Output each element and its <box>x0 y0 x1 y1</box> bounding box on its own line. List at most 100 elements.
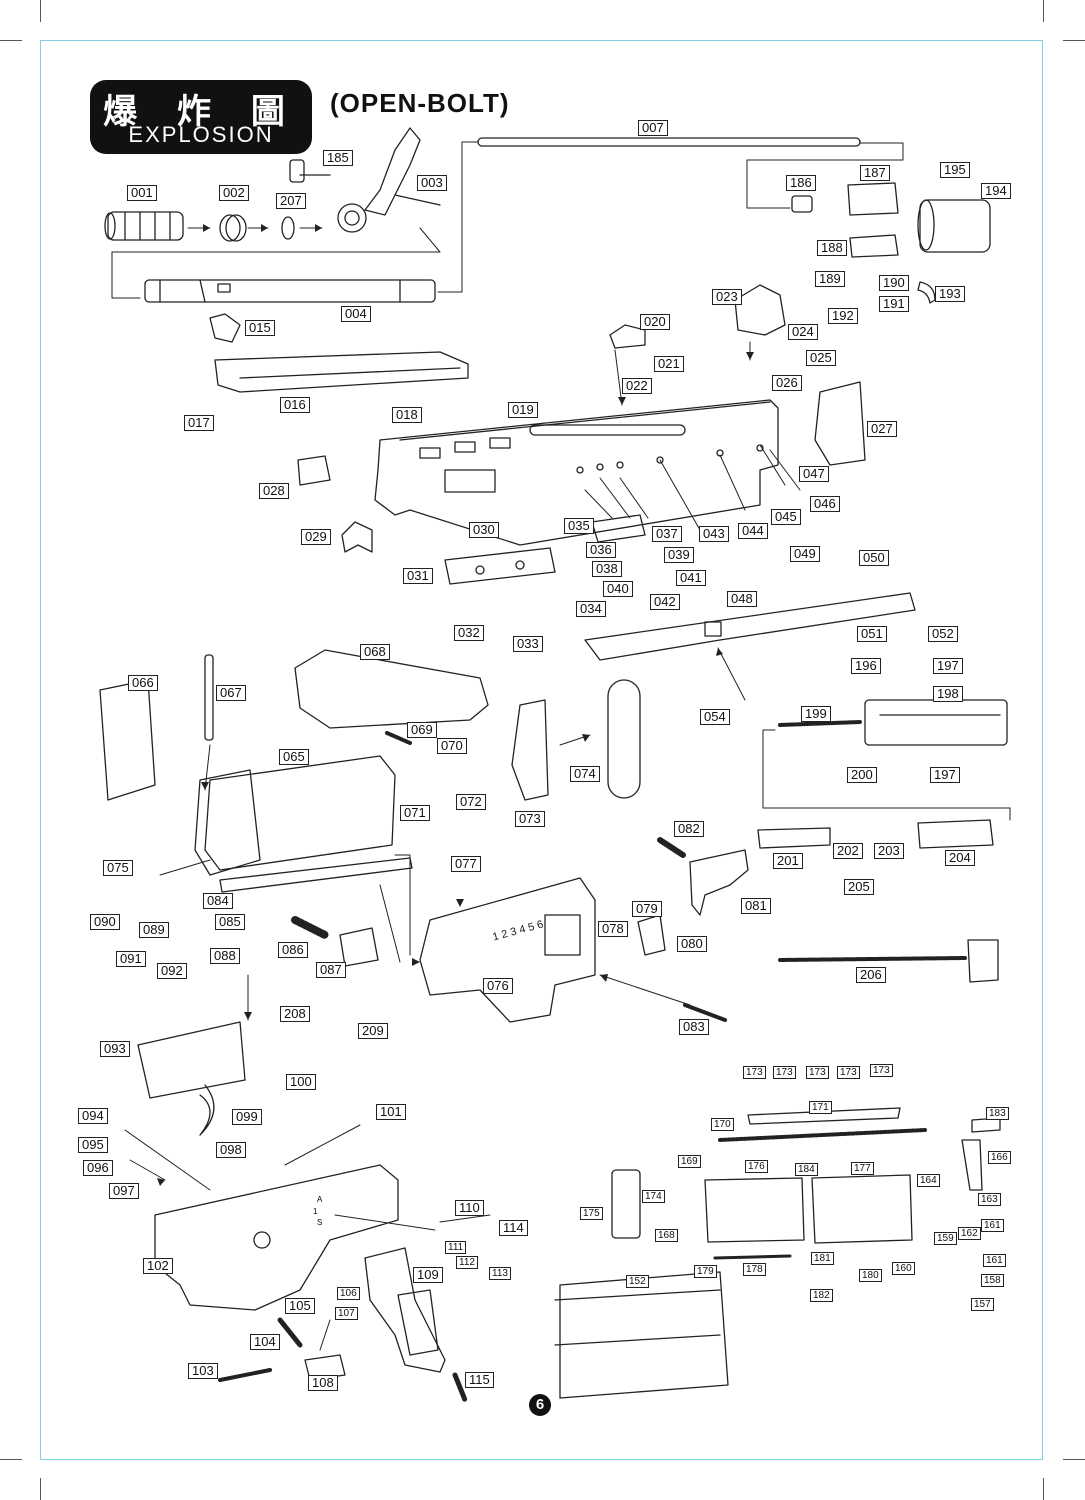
part-label: 018 <box>392 407 422 423</box>
part-label: 176 <box>745 1160 768 1173</box>
part-label: 113 <box>489 1267 511 1280</box>
part-label: 180 <box>859 1269 882 1282</box>
part-label: 002 <box>219 185 249 201</box>
part-label: 017 <box>184 415 214 431</box>
part-label: 072 <box>456 794 486 810</box>
part-label: 104 <box>250 1334 280 1350</box>
part-label: 161 <box>983 1254 1006 1267</box>
part-label: 184 <box>795 1163 818 1176</box>
trigger-group-part <box>137 1021 246 1136</box>
part-label: 007 <box>638 120 668 136</box>
part-label: 189 <box>815 271 845 287</box>
rear-sight-part <box>814 381 866 466</box>
cheek-rest-part <box>294 649 489 729</box>
selector-mark-s: S <box>317 1218 323 1227</box>
part-label: 181 <box>811 1252 834 1265</box>
part-020 <box>609 324 646 349</box>
part-label: 203 <box>874 843 904 859</box>
part-label: 003 <box>417 175 447 191</box>
part-label: 025 <box>806 350 836 366</box>
arrow-heads <box>157 224 754 1186</box>
part-label: 202 <box>833 843 863 859</box>
part-label: 205 <box>844 879 874 895</box>
part-label: 182 <box>810 1289 833 1302</box>
part-label: 040 <box>603 581 633 597</box>
part-label: 160 <box>892 1262 915 1275</box>
part-label: 027 <box>867 421 897 437</box>
part-label: 193 <box>935 286 965 302</box>
part-label: 110 <box>455 1200 484 1216</box>
part-label: 048 <box>727 591 757 607</box>
part-label: 037 <box>652 526 682 542</box>
part-label: 047 <box>799 466 829 482</box>
part-label: 087 <box>316 962 346 978</box>
flash-hider-part <box>104 211 184 241</box>
part-194 <box>917 199 991 253</box>
part-label: 068 <box>360 644 390 660</box>
part-label: 199 <box>801 706 831 722</box>
part-label: 045 <box>771 509 801 525</box>
part-label: 041 <box>676 570 706 586</box>
part-166 <box>961 1139 983 1191</box>
crop-mark <box>0 40 22 41</box>
part-label: 106 <box>337 1287 360 1300</box>
part-label: 105 <box>285 1298 315 1314</box>
part-label: 065 <box>279 749 309 765</box>
part-label: 107 <box>335 1307 358 1320</box>
part-label: 201 <box>773 853 803 869</box>
part-label: 026 <box>772 375 802 391</box>
crop-mark <box>40 1478 41 1500</box>
part-label: 069 <box>407 722 437 738</box>
butt-pad-part <box>607 679 641 799</box>
part-label: 080 <box>677 936 707 952</box>
part-label: 089 <box>139 922 169 938</box>
part-187 <box>847 182 899 216</box>
crush-washer-part <box>219 214 247 242</box>
part-label: 177 <box>851 1162 874 1175</box>
part-label: 175 <box>580 1207 603 1220</box>
part-label: 194 <box>981 183 1011 199</box>
part-label: 173 <box>743 1066 766 1079</box>
part-label: 074 <box>570 766 600 782</box>
part-label: 196 <box>851 658 881 674</box>
part-083 <box>683 1003 727 1022</box>
part-label: 015 <box>245 320 275 336</box>
gas-block-part <box>289 127 441 233</box>
part-label: 173 <box>773 1066 796 1079</box>
crop-mark <box>1063 40 1085 41</box>
part-label: 051 <box>857 626 887 642</box>
selector-mark-one: 1 <box>313 1207 318 1216</box>
part-label: 206 <box>856 967 886 983</box>
part-label: 029 <box>301 529 331 545</box>
part-label: 091 <box>116 951 146 967</box>
upper-receiver-part <box>374 399 779 546</box>
crop-mark <box>1063 1459 1085 1460</box>
part-label: 070 <box>437 738 467 754</box>
part-label: 075 <box>103 860 133 876</box>
part-073 <box>511 699 549 801</box>
part-label: 157 <box>971 1298 994 1311</box>
part-label: 095 <box>78 1137 108 1153</box>
part-label: 200 <box>847 767 877 783</box>
part-label: 100 <box>286 1074 316 1090</box>
part-084 <box>219 857 413 893</box>
part-label: 186 <box>786 175 816 191</box>
part-label: 043 <box>699 526 729 542</box>
part-label: 192 <box>828 308 858 324</box>
part-label: 077 <box>451 856 481 872</box>
part-label: 066 <box>128 675 158 691</box>
part-label: 166 <box>988 1151 1011 1164</box>
buttplate-part <box>99 679 156 801</box>
lower-frame-part <box>419 877 596 1023</box>
part-029 <box>341 521 373 553</box>
lower-receiver-part <box>154 1164 399 1311</box>
part-label: 185 <box>323 150 353 166</box>
part-label: 171 <box>809 1101 832 1114</box>
part-label: 097 <box>109 1183 139 1199</box>
part-028 <box>297 455 331 486</box>
charging-rail-part <box>584 592 916 661</box>
title-chinese: 爆 炸 圖 <box>103 92 299 132</box>
part-label: 173 <box>870 1064 893 1077</box>
part-label: 046 <box>810 496 840 512</box>
